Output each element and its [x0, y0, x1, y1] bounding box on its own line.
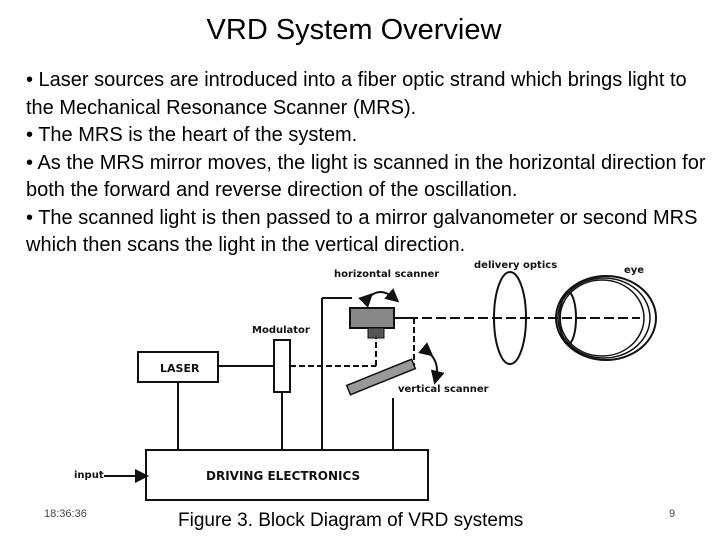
horizontal-scanner-label: horizontal scanner — [334, 269, 439, 280]
driving-electronics-box — [145, 449, 429, 501]
page-number: 9 — [669, 508, 676, 520]
bullet-item: • As the MRS mirror moves, the light is … — [26, 151, 706, 202]
modulator-label: Modulator — [252, 325, 310, 336]
scan-motion-arrow — [358, 288, 400, 308]
horizontal-scanner-mirror — [349, 307, 395, 329]
bullet-item: • The scanned light is then passed to a … — [26, 206, 698, 257]
slide-timestamp: 18:36:36 — [44, 508, 87, 520]
delivery-optics-label: delivery optics — [474, 260, 557, 271]
vertical-scanner-label: vertical scanner — [398, 384, 489, 395]
eye-outline — [559, 279, 645, 357]
eye-outline — [557, 277, 651, 359]
driving-electronics-label: DRIVING ELECTRONICS — [206, 469, 360, 483]
slide-title: VRD System Overview — [206, 14, 502, 46]
eye-label: eye — [624, 265, 644, 276]
horizontal-scanner-mount — [367, 327, 385, 339]
eye-outline — [555, 275, 657, 361]
vertical-scanner-mirror — [345, 358, 417, 396]
delivery-optics-lens — [493, 271, 527, 365]
vertical-motion-arrow — [418, 342, 445, 385]
input-label: input — [74, 470, 104, 481]
figure-caption: Figure 3. Block Diagram of VRD systems — [178, 510, 524, 531]
modulator-box — [273, 339, 291, 393]
eye-lens — [559, 291, 577, 345]
bullet-list: • Laser sources are introduced into a fi… — [26, 67, 706, 260]
bullet-item: • The MRS is the heart of the system. — [26, 124, 358, 146]
laser-label: LASER — [160, 362, 200, 375]
bullet-item: • Laser sources are introduced into a fi… — [26, 69, 687, 119]
